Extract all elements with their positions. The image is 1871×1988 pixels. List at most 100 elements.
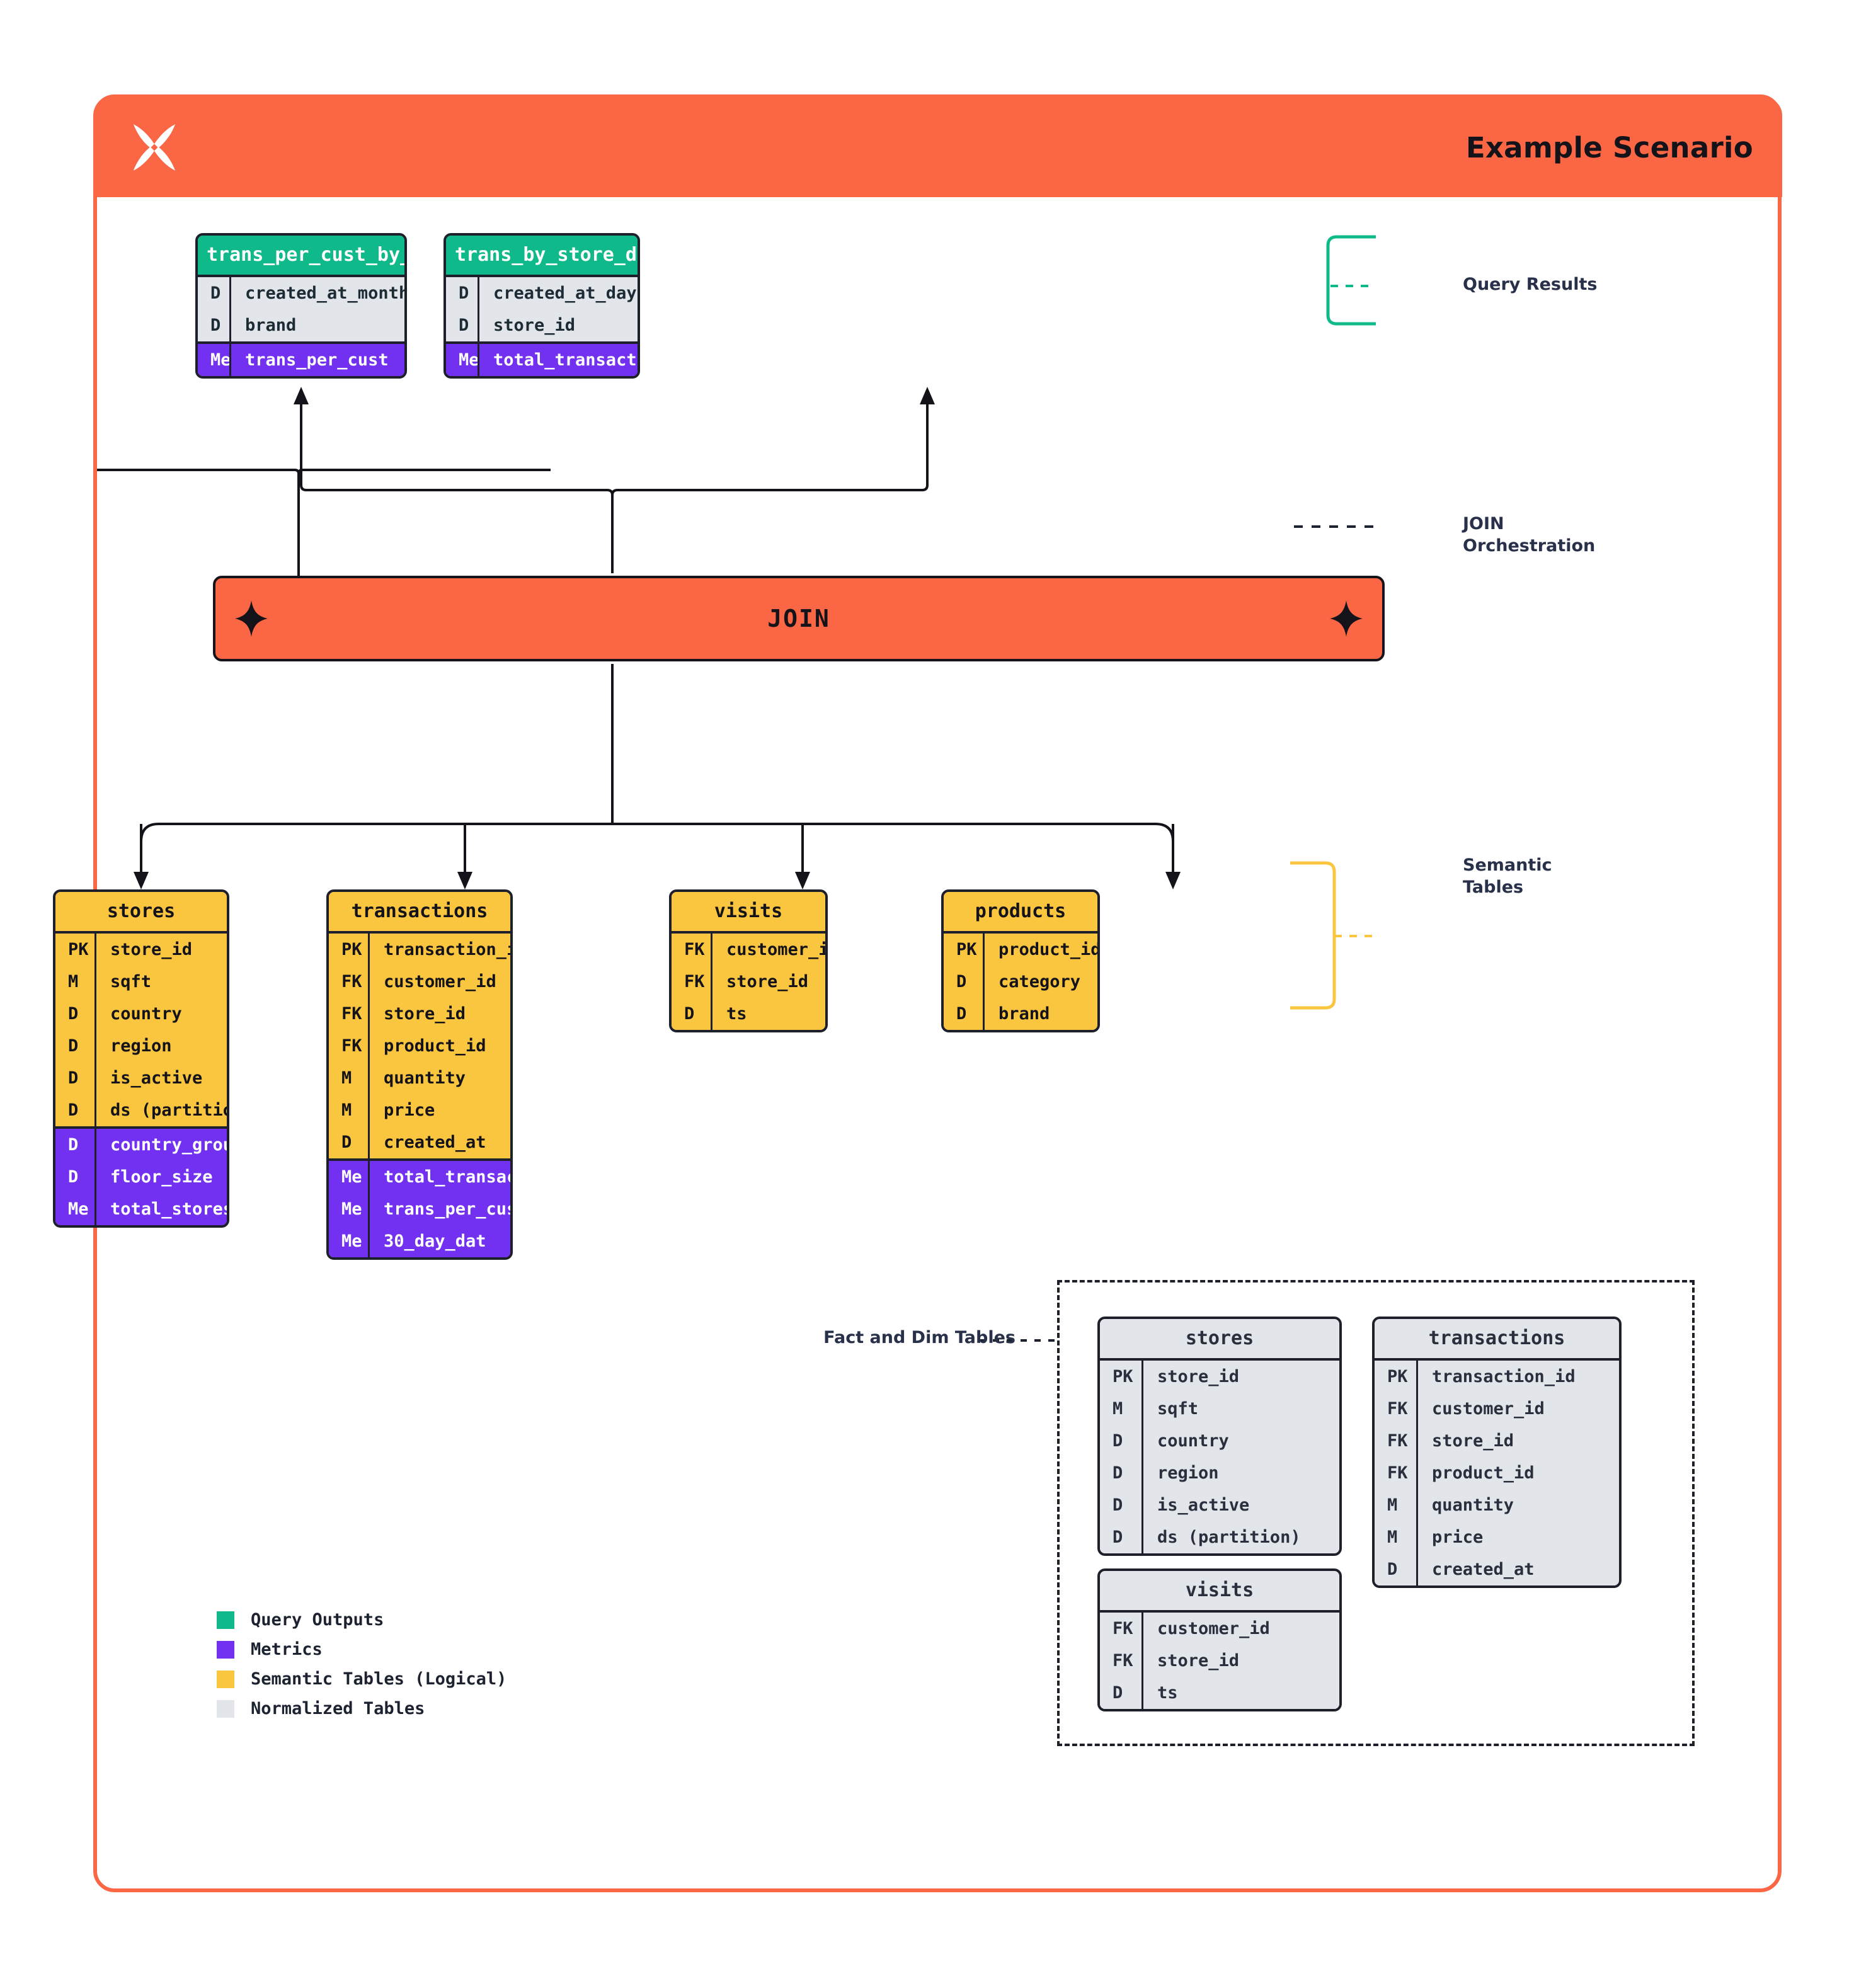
table-row: D brand — [198, 309, 404, 341]
row-value: store_id — [368, 997, 510, 1030]
metric-group: Me total_transactions — [446, 341, 638, 376]
row-key: PK — [1113, 1366, 1133, 1386]
row-value: trans_per_cust — [368, 1192, 510, 1225]
row-value: total_transactions — [478, 343, 638, 376]
metric-group: Me trans_per_cust — [198, 341, 404, 376]
annotation-join-orchestration: JOIN Orchestration — [1463, 514, 1596, 556]
row-value: store_id — [1141, 1360, 1339, 1393]
row-value: created_at — [1416, 1553, 1619, 1585]
row-key: D — [1113, 1682, 1123, 1703]
table-title: visits — [1100, 1571, 1339, 1613]
query-result-table-trans-by-store-day[interactable]: trans_by_store_day D created_at_day D st… — [443, 233, 640, 379]
row-value: trans_per_cust — [229, 343, 404, 376]
row-key: M — [341, 1068, 352, 1088]
row-key: M — [1387, 1495, 1398, 1515]
row-value: store_id — [1416, 1424, 1619, 1457]
row-value: ds (partition) — [94, 1094, 227, 1126]
row-value: country — [1141, 1424, 1339, 1457]
table-title: stores — [55, 892, 227, 934]
query-result-table-trans-per-cust-by-brand-month[interactable]: trans_per_cust_by_brand_month D created_… — [195, 233, 407, 379]
row-value: store_id — [1141, 1644, 1339, 1677]
legend-swatch-query-outputs — [217, 1611, 234, 1629]
legend-label: Query Outputs — [251, 1610, 384, 1630]
row-value: quantity — [368, 1061, 510, 1094]
row-value: customer_id — [368, 965, 510, 998]
row-key: FK — [684, 971, 705, 991]
row-value: floor_size — [94, 1160, 227, 1193]
row-key: D — [1387, 1559, 1398, 1579]
row-key: D — [684, 1003, 695, 1024]
legend-swatch-metrics — [217, 1640, 234, 1659]
row-value: created_at_day — [478, 277, 638, 309]
row-value: customer_id — [1141, 1612, 1339, 1645]
row-value: 30_day_dat — [368, 1225, 510, 1257]
row-value: brand — [229, 309, 404, 341]
row-value: country — [94, 997, 227, 1030]
row-value: price — [1416, 1521, 1619, 1553]
legend-item: Normalized Tables — [217, 1699, 506, 1718]
row-key: D — [1113, 1431, 1123, 1451]
row-key: M — [68, 971, 79, 991]
row-key: PK — [68, 939, 89, 959]
row-key: D — [68, 1100, 79, 1120]
row-key: M — [1387, 1527, 1398, 1547]
row-key: Me — [210, 350, 231, 370]
diagram-card: Example Scenario — [53, 94, 1782, 1892]
row-key: FK — [1387, 1398, 1408, 1419]
table-row: Me trans_per_cust — [198, 343, 404, 376]
dimension-group: D created_at_month D brand — [198, 277, 404, 341]
row-value: customer_id — [1416, 1392, 1619, 1425]
row-value: ts — [711, 997, 825, 1030]
sparkle-icon — [235, 600, 268, 637]
join-orchestration-bar[interactable]: JOIN — [213, 576, 1385, 661]
row-key: D — [1113, 1527, 1123, 1547]
legend-swatch-normalized-tables — [217, 1700, 234, 1718]
dimension-group: D created_at_day D store_id — [446, 277, 638, 341]
annotation-query-results: Query Results — [1463, 275, 1598, 294]
legend: Query Outputs Metrics Semantic Tables (L… — [217, 1610, 506, 1728]
row-value: customer_id — [711, 933, 825, 966]
row-value: sqft — [1141, 1392, 1339, 1425]
row-value: region — [94, 1029, 227, 1062]
table-row: Me total_transactions — [446, 343, 638, 376]
row-key: PK — [341, 939, 362, 959]
legend-swatch-semantic-tables — [217, 1670, 234, 1688]
table-title: visits — [672, 892, 825, 934]
row-key: FK — [341, 1036, 362, 1056]
table-row: Dds (partition) — [55, 1094, 227, 1126]
row-value: store_id — [94, 933, 227, 966]
row-key: FK — [684, 939, 705, 959]
row-value: is_active — [1141, 1488, 1339, 1521]
row-key: M — [341, 1100, 352, 1120]
row-key: Me — [341, 1167, 362, 1187]
page-title: Example Scenario — [1465, 130, 1753, 164]
row-value: total_stores — [94, 1192, 227, 1225]
